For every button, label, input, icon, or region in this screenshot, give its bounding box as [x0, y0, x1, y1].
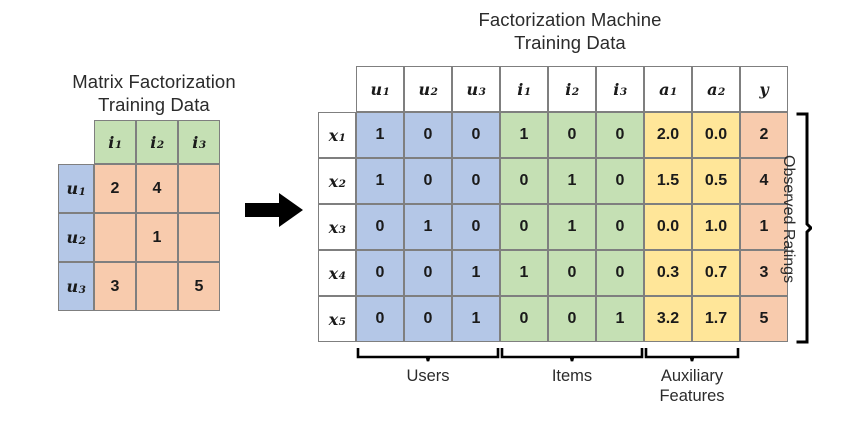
fm-cell-r2-c3: 0	[452, 158, 500, 204]
fm-cell-r5-c3: 1	[452, 296, 500, 342]
fm-cell-r5-c1: 0	[356, 296, 404, 342]
fm-cell-r3-c4: 0	[500, 204, 548, 250]
mf-cell-r3-c3: 5	[178, 262, 220, 311]
fm-cell-r1-c4: 1	[500, 112, 548, 158]
mf-cell-r3-c2	[136, 262, 178, 311]
items-group-label: Items	[551, 367, 593, 385]
fm-cell-r5-c7: 3.2	[644, 296, 692, 342]
right-arrow-icon	[243, 190, 305, 230]
fm-cell-r2-c6: 0	[596, 158, 644, 204]
fm-cell-r5-c6: 1	[596, 296, 644, 342]
fm-cell-r5-c4: 0	[500, 296, 548, 342]
fm-cell-r1-c1: 1	[356, 112, 404, 158]
fm-cell-r3-c9: 1	[740, 204, 788, 250]
fm-cell-r4-c6: 0	[596, 250, 644, 296]
auxiliary-group-label: Auxiliary Features	[659, 367, 725, 405]
fm-cell-r5-c8: 1.7	[692, 296, 740, 342]
mf-cell-r2-c3	[178, 213, 220, 262]
matrix-factorization-title: Matrix Factorization Training Data	[72, 71, 236, 115]
fm-cell-r2-c4: 0	[500, 158, 548, 204]
fm-cell-r4-c4: 1	[500, 250, 548, 296]
fm-cell-r3-c8: 1.0	[692, 204, 740, 250]
fm-cell-r1-c8: 0.0	[692, 112, 740, 158]
observed-ratings-label: Observed Ratings	[780, 155, 797, 284]
fm-cell-r3-c1: 0	[356, 204, 404, 250]
fm-cell-r2-c9: 4	[740, 158, 788, 204]
auxiliary-brace	[644, 347, 740, 362]
fm-cell-r5-c2: 0	[404, 296, 452, 342]
fm-cell-r2-c7: 1.5	[644, 158, 692, 204]
fm-cell-r1-c7: 2.0	[644, 112, 692, 158]
fm-cell-r4-c2: 0	[404, 250, 452, 296]
factorization-machine-title: Factorization Machine Training Data	[478, 9, 662, 53]
mf-cell-r1-c3	[178, 164, 220, 213]
fm-cell-r3-c2: 1	[404, 204, 452, 250]
users-brace	[356, 347, 500, 362]
fm-column-header-y: y	[740, 66, 788, 112]
mf-cell-r2-c1	[94, 213, 136, 262]
fm-cell-r2-c2: 0	[404, 158, 452, 204]
fm-cell-r1-c5: 0	[548, 112, 596, 158]
fm-cell-r4-c1: 0	[356, 250, 404, 296]
fm-cell-r1-c9: 2	[740, 112, 788, 158]
fm-cell-r4-c5: 0	[548, 250, 596, 296]
fm-cell-r1-c2: 0	[404, 112, 452, 158]
mf-cell-r1-c2: 4	[136, 164, 178, 213]
fm-cell-r4-c3: 1	[452, 250, 500, 296]
items-brace	[500, 347, 644, 362]
fm-cell-r4-c9: 3	[740, 250, 788, 296]
fm-cell-r3-c6: 0	[596, 204, 644, 250]
fm-cell-r3-c3: 0	[452, 204, 500, 250]
fm-cell-r3-c5: 1	[548, 204, 596, 250]
users-group-label: Users	[406, 367, 450, 385]
fm-cell-r5-c5: 0	[548, 296, 596, 342]
fm-cell-r5-c9: 5	[740, 296, 788, 342]
fm-cell-r2-c8: 0.5	[692, 158, 740, 204]
mf-cell-r3-c1: 3	[94, 262, 136, 311]
fm-cell-r1-c3: 0	[452, 112, 500, 158]
fm-cell-r4-c8: 0.7	[692, 250, 740, 296]
fm-cell-r3-c7: 0.0	[644, 204, 692, 250]
fm-cell-r2-c1: 1	[356, 158, 404, 204]
fm-cell-r2-c5: 1	[548, 158, 596, 204]
mf-cell-r2-c2: 1	[136, 213, 178, 262]
observed-ratings-brace	[796, 112, 814, 344]
fm-cell-r1-c6: 0	[596, 112, 644, 158]
mf-cell-r1-c1: 2	[94, 164, 136, 213]
fm-cell-r4-c7: 0.3	[644, 250, 692, 296]
